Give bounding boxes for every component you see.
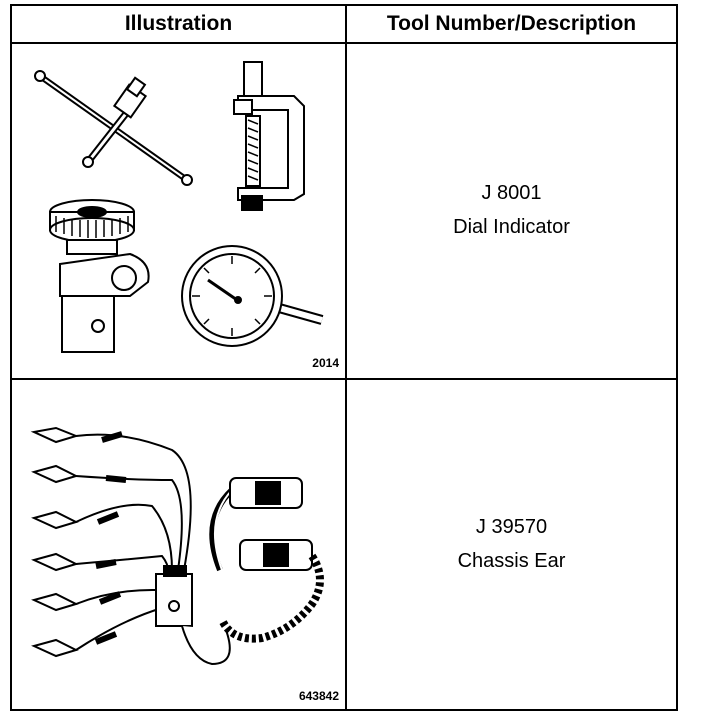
illustration-chassis-ear: 643842 (12, 380, 345, 709)
tool-description: Chassis Ear (457, 550, 566, 572)
header-tool-number: Tool Number/Description (386, 12, 637, 35)
knurled-clamp-icon (49, 199, 150, 353)
tool-number: J 8001 (481, 182, 542, 204)
illustration-dial-indicator: 2014 (12, 44, 345, 378)
c-clamp-icon (233, 61, 305, 211)
tool-table: Illustration Tool Number/Description (10, 4, 678, 711)
dial-gauge-icon (181, 245, 324, 347)
t-handle-icon (34, 70, 193, 186)
header-divider (12, 42, 676, 44)
row-divider (12, 378, 676, 380)
figure-number: 2014 (312, 356, 339, 370)
junction-box-icon (155, 565, 231, 666)
alligator-clip-leads-icon (30, 426, 192, 658)
tool-description: Dial Indicator (453, 216, 570, 238)
header-illustration: Illustration (124, 12, 233, 35)
tool-number: J 39570 (475, 516, 548, 538)
column-divider (345, 6, 347, 709)
figure-number: 643842 (298, 689, 339, 703)
headphones-icon (209, 477, 324, 643)
dial-indicator-illustration (34, 61, 324, 353)
chassis-ear-illustration (30, 426, 324, 666)
